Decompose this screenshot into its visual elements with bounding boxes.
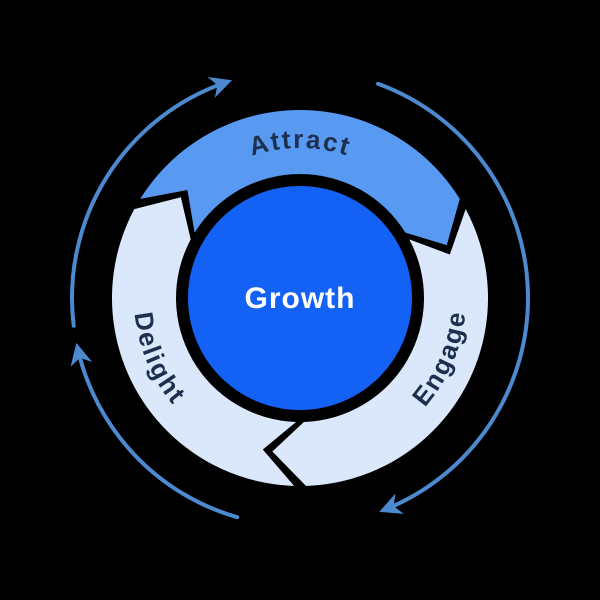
flow-arrow-2	[375, 81, 530, 514]
center-circle-group: Growth	[188, 186, 412, 410]
flow-arrow-1	[70, 77, 233, 328]
segment-ring	[111, 109, 489, 486]
center-label: Growth	[245, 282, 356, 315]
segment-delight	[111, 197, 297, 486]
flow-arrows	[70, 77, 530, 520]
segment-engage	[272, 209, 489, 486]
flow-arrow-3	[70, 342, 240, 520]
segment-attract	[140, 109, 460, 246]
growth-circle	[188, 186, 412, 410]
